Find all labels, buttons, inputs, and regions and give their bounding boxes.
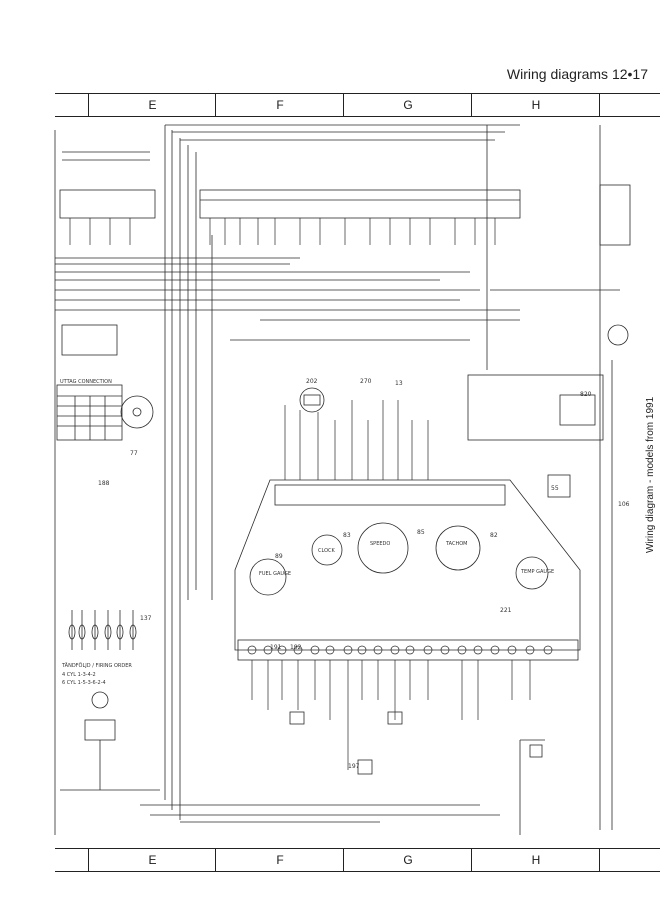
component-number: 221 xyxy=(500,607,512,614)
fuse-box-left xyxy=(59,189,156,219)
column-label-h: H xyxy=(471,94,600,116)
component-number: 83 xyxy=(343,532,351,539)
component-number: 82 xyxy=(490,532,498,539)
column-label-f: F xyxy=(215,94,344,116)
component-number: 89 xyxy=(275,553,283,560)
component-number: 191 xyxy=(270,644,282,651)
component-number: 55 xyxy=(551,485,559,492)
cluster-connector-strip xyxy=(237,639,579,661)
relay-module-right xyxy=(467,374,604,441)
clock-gauge xyxy=(311,534,343,566)
column-label-e: E xyxy=(88,849,216,871)
column-bar-bottom: E F G H xyxy=(55,848,660,872)
component-number: 202 xyxy=(306,378,318,385)
firing-order-6cyl: 6 CYL 1-5-3-6-2-4 xyxy=(62,680,106,686)
component-number: 13 xyxy=(395,380,403,387)
column-label-next xyxy=(599,849,660,871)
component-number: 270 xyxy=(360,378,372,385)
component-number: 77 xyxy=(130,450,138,457)
instrument-cluster-outline xyxy=(234,479,581,651)
column-label-f: F xyxy=(215,849,344,871)
clock-gauge-label: CLOCK xyxy=(318,548,336,554)
column-bar-top: E F G H xyxy=(55,93,660,117)
component-number: 106 xyxy=(618,501,630,508)
column-label-h: H xyxy=(471,849,600,871)
fuse-box xyxy=(199,189,521,219)
tachometer-gauge xyxy=(435,525,481,571)
speedometer-gauge xyxy=(357,522,409,574)
component-number: 197 xyxy=(348,763,360,770)
component-number: 85 xyxy=(417,529,425,536)
temp-gauge xyxy=(515,556,549,590)
column-label-g: G xyxy=(343,849,472,871)
fuel-gauge-label: FUEL GAUGE xyxy=(259,571,291,577)
speedo-gauge-label: SPEEDO xyxy=(370,541,390,547)
fuel-gauge xyxy=(249,558,287,596)
column-label-e: E xyxy=(88,94,216,116)
component-number: 137 xyxy=(140,615,152,622)
sensor-197 xyxy=(357,759,373,775)
component-number: 192 xyxy=(290,644,302,651)
column-label-g: G xyxy=(343,94,472,116)
page-title: Wiring diagrams 12•17 xyxy=(506,66,648,82)
column-label-next xyxy=(599,94,660,116)
tacho-gauge-label: TACHOM xyxy=(445,541,468,547)
component-number: 188 xyxy=(98,480,110,487)
component-number: 820 xyxy=(580,391,592,398)
connection-table-title: UTTAG CONNECTION xyxy=(60,379,112,385)
temp-gauge-label: TEMP GAUGE xyxy=(520,569,554,575)
firing-order-4cyl: 4 CYL 1-3-4-2 xyxy=(62,672,96,678)
firing-order-title: TÄNDFÖLJD / FIRING ORDER xyxy=(61,662,132,669)
component-box-right xyxy=(547,474,571,498)
